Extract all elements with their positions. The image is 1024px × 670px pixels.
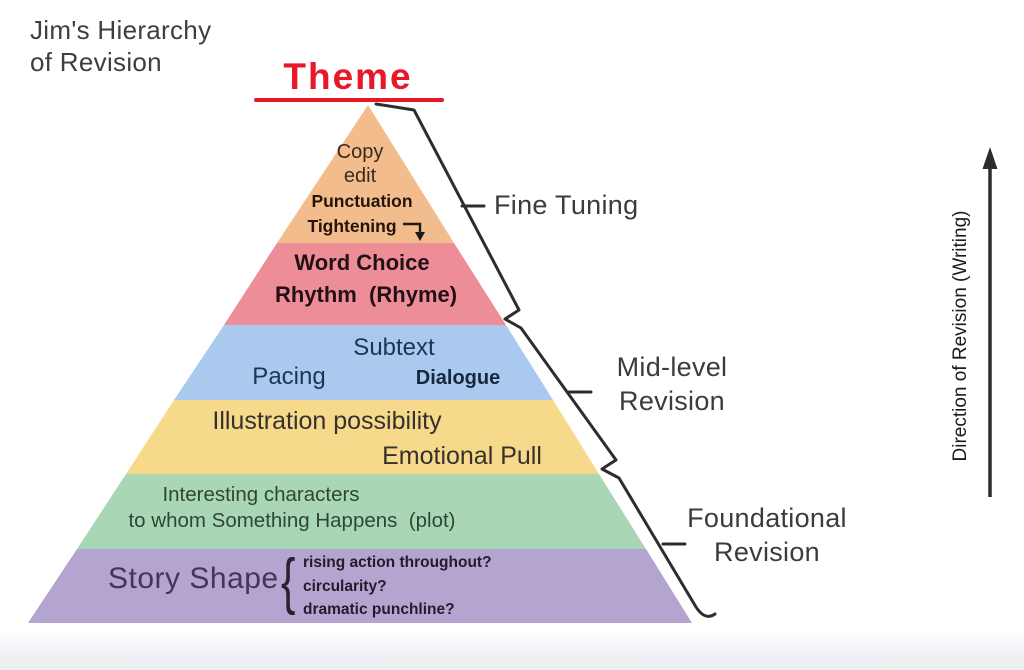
- level6-text-rising-action: rising action throughout?: [303, 554, 492, 571]
- level5-text-interesting-characters: Interesting characters: [162, 483, 360, 506]
- level1-text-edit: edit: [343, 165, 377, 187]
- bracket-label-fine-tuning: Fine Tuning: [494, 190, 639, 220]
- bracket-label-foundational-line1: Foundational: [687, 503, 847, 533]
- page-title: Jim's Hierarchy of Revision: [30, 14, 211, 78]
- bracket-label-mid-level-line2: Revision: [619, 386, 725, 416]
- theme-underline: [254, 98, 444, 102]
- level-shape-word-choice: [224, 243, 506, 325]
- level3-text-subtext: Subtext: [353, 334, 435, 361]
- bracket-label-foundational-line2: Revision: [714, 537, 820, 567]
- level1-text-tightening: Tightening: [307, 216, 397, 236]
- level3-text-pacing: Pacing: [252, 363, 326, 390]
- page-title-line1: Jim's Hierarchy: [30, 15, 212, 45]
- level6-text-story-shape: Story Shape: [108, 562, 279, 595]
- bottom-gradient-band: [0, 630, 1024, 670]
- level5-text-something-happens: to whom Something Happens (plot): [128, 509, 456, 532]
- direction-axis-label: Direction of Revision (Writing): [950, 210, 971, 462]
- level6-text-circularity: circularity?: [303, 578, 387, 595]
- level6-text-dramatic-punchline: dramatic punchline?: [303, 601, 455, 618]
- level-shape-illustration: [126, 400, 599, 474]
- level-shape-subtext: [174, 325, 553, 400]
- corner-right-down-arrowhead-icon: [415, 232, 425, 241]
- slope-brace: [374, 102, 717, 618]
- level-shape-story-shape: [28, 549, 692, 623]
- page-title-line2: of Revision: [30, 47, 162, 77]
- corner-right-down-arrow-icon: [403, 222, 422, 233]
- level3-text-dialogue: Dialogue: [415, 367, 501, 389]
- story-shape-brace-glyph: {: [281, 547, 296, 616]
- theme-heading: Theme: [283, 56, 413, 97]
- level-shape-fine-tuning-top: [277, 105, 454, 243]
- level1-text-copy: Copy: [336, 141, 384, 163]
- bracket-label-mid-level-line1: Mid-level: [616, 352, 728, 382]
- level1-text-punctuation: Punctuation: [311, 191, 413, 211]
- level2-text-word-choice: Word Choice: [294, 250, 430, 275]
- direction-arrow-head-icon: [982, 147, 998, 169]
- level2-text-rhythm: Rhythm (Rhyme): [274, 282, 458, 307]
- level-shape-characters: [77, 474, 646, 549]
- level4-text-illustration: Illustration possibility: [212, 407, 442, 435]
- level4-text-emotional-pull: Emotional Pull: [382, 442, 542, 470]
